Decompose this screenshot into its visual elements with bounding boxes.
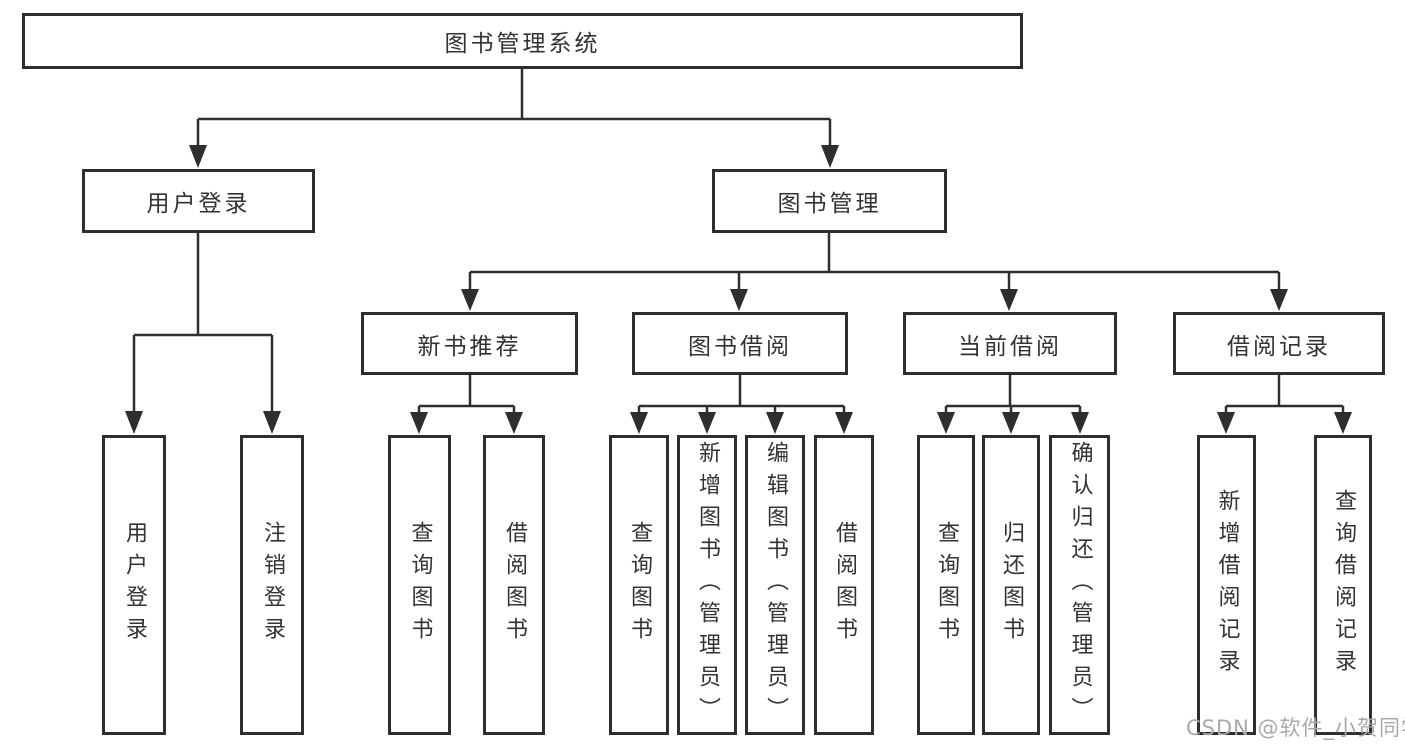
arrowheads-root xyxy=(189,145,839,168)
leaf-cb-query-books: 查询图书 xyxy=(917,435,975,735)
leaf-nbr-borrow-books: 借阅图书 xyxy=(483,435,545,735)
node-current-borrowing-label: 当前借阅 xyxy=(958,333,1062,360)
node-new-book-recommend: 新书推荐 xyxy=(361,312,578,375)
leaf-br-query-record-label: 查询借阅记录 xyxy=(1331,489,1356,681)
leaf-user-login-label: 用户登录 xyxy=(122,521,147,649)
node-book-management: 图书管理 xyxy=(712,169,947,233)
arrowheads-borrowing-records xyxy=(1217,412,1352,434)
connector-new-book-recommend xyxy=(417,375,516,414)
node-current-borrowing: 当前借阅 xyxy=(903,312,1117,375)
leaf-cb-confirm-return-label: 确认归还（管理员） xyxy=(1067,441,1093,729)
leaf-nbr-borrow-books-label: 借阅图书 xyxy=(502,521,527,649)
arrowheads-book-management xyxy=(461,289,1288,311)
node-root-library-system: 图书管理系统 xyxy=(22,13,1023,69)
leaf-bb-edit-books-label: 编辑图书（管理员） xyxy=(763,441,788,729)
leaf-cb-return-books: 归还图书 xyxy=(982,435,1040,735)
leaf-bb-borrow-books-label: 借阅图书 xyxy=(832,521,857,649)
leaf-bb-add-books: 新增图书（管理员） xyxy=(677,435,737,735)
leaf-bb-query-books-label: 查询图书 xyxy=(627,521,652,649)
leaf-logout: 注销登录 xyxy=(240,435,304,735)
node-borrowing-records-label: 借阅记录 xyxy=(1227,333,1331,360)
node-book-borrowing-label: 图书借阅 xyxy=(688,333,792,360)
leaf-br-add-record: 新增借阅记录 xyxy=(1197,435,1256,735)
leaf-bb-edit-books: 编辑图书（管理员） xyxy=(745,435,805,735)
connector-root xyxy=(196,69,832,147)
leaf-user-login: 用户登录 xyxy=(102,435,166,735)
node-borrowing-records: 借阅记录 xyxy=(1173,312,1385,375)
leaf-cb-confirm-return: 确认归还（管理员） xyxy=(1049,435,1110,735)
leaf-cb-query-books-label: 查询图书 xyxy=(934,521,959,649)
arrowheads-user-login xyxy=(125,411,281,434)
leaf-cb-return-books-label: 归还图书 xyxy=(999,521,1024,649)
connector-borrowing-records xyxy=(1224,375,1345,414)
node-user-login-label: 用户登录 xyxy=(146,191,251,217)
node-book-management-label: 图书管理 xyxy=(777,191,882,217)
node-new-book-recommend-label: 新书推荐 xyxy=(417,333,522,360)
leaf-bb-add-books-label: 新增图书（管理员） xyxy=(695,441,720,729)
node-book-borrowing: 图书借阅 xyxy=(632,312,848,375)
connector-book-management xyxy=(468,233,1281,291)
leaf-nbr-query-books: 查询图书 xyxy=(388,435,451,735)
leaf-bb-query-books: 查询图书 xyxy=(609,435,669,735)
leaf-br-add-record-label: 新增借阅记录 xyxy=(1214,489,1240,681)
leaf-nbr-query-books-label: 查询图书 xyxy=(407,521,433,649)
connector-user-login xyxy=(132,233,274,413)
csdn-watermark: CSDN @软件_小贺同学 xyxy=(1186,716,1405,740)
arrowheads-new-book-recommend xyxy=(410,412,523,434)
node-user-login: 用户登录 xyxy=(82,169,315,233)
connector-current-borrowing xyxy=(944,375,1082,414)
leaf-br-query-record: 查询借阅记录 xyxy=(1314,435,1372,735)
node-root-label: 图书管理系统 xyxy=(444,31,601,57)
arrowheads-book-borrowing xyxy=(630,412,853,434)
connector-book-borrowing xyxy=(637,375,846,414)
leaf-logout-label: 注销登录 xyxy=(260,521,285,649)
leaf-bb-borrow-books: 借阅图书 xyxy=(814,435,874,735)
arrowheads-current-borrowing xyxy=(937,412,1089,434)
